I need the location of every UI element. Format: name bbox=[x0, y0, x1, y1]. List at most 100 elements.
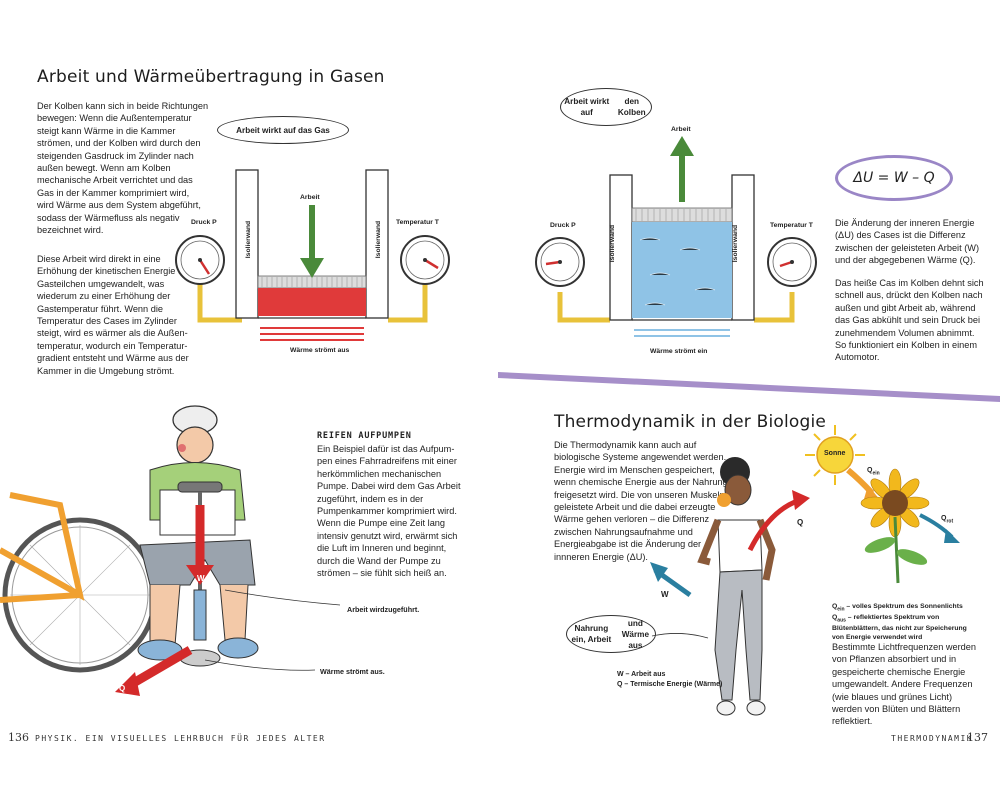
pump-arrow-q: Q bbox=[119, 684, 126, 693]
pumptext-line: zugeführt, indem es in der bbox=[317, 493, 424, 504]
sun-legend-text-2: – reflektiertes Spektrum von bbox=[845, 613, 940, 621]
biotext-line: Die Thermodynamik kann auch auf bbox=[554, 440, 697, 450]
left-work-label: Arbeit bbox=[300, 194, 320, 201]
runner-arrow-w: W bbox=[661, 590, 669, 599]
rp1-line: Die Änderung der inneren Energie bbox=[835, 218, 975, 228]
pumptext-line: Pumpe. Dabei wird dem Gas Arbeit bbox=[317, 481, 461, 492]
q-in-subscript: ein bbox=[872, 470, 880, 477]
right-piston-diagram bbox=[535, 136, 817, 337]
lighttext-line: von Pflanzen absorbiert und in bbox=[832, 654, 957, 665]
work-on-gas-bubble: Arbeit wirkt auf das Gas bbox=[217, 116, 349, 144]
biology-title: Thermodynamik in der Biologie bbox=[554, 412, 827, 432]
biotext-line: zwischen Nahrungsaufnahme und bbox=[554, 526, 693, 537]
left-temperature-label: Temperatur T bbox=[396, 219, 439, 226]
sun-legend-sub-out: aus bbox=[837, 617, 846, 624]
biotext-line: Energie wird im Menschen gespeichert, bbox=[554, 464, 715, 475]
rp2-line: schnell aus, drückt den Kolben nach bbox=[835, 290, 983, 301]
lighttext-line: (wie blaues und grünes Licht) bbox=[832, 691, 953, 702]
rp1-line: (ΔU) des Cases ist die Differenz bbox=[835, 230, 966, 241]
sun-sunflower-illustration bbox=[805, 425, 960, 584]
sun-legend-line-2: Qaus – reflektiertes Spektrum von bbox=[832, 614, 967, 625]
left-page-number: 136 bbox=[8, 731, 29, 744]
pumptext-line: herkömmlichen mechanischen bbox=[317, 468, 442, 479]
q-out-subscript: rot bbox=[946, 518, 954, 525]
sun-legend-line-1: Qein – volles Spektrum des Sonnenlichts bbox=[832, 603, 967, 614]
biotext-line: Energieabgabe ist die Änderung der bbox=[554, 539, 702, 550]
rp2-line: das Gas abkühlt und sein Druck bei bbox=[835, 315, 981, 326]
sun-legend-sub-in: ein bbox=[837, 606, 845, 613]
pumpwork-line: Arbeit wird bbox=[347, 605, 385, 614]
lp2-line: temperatur, wodurch ein Temperatur- bbox=[37, 340, 188, 351]
sun-label: Sonne bbox=[824, 450, 846, 457]
rp2-line: Automotor. bbox=[835, 352, 880, 363]
right-temperature-label: Temperatur T bbox=[770, 222, 813, 229]
biotext-line: freigesetzt wird. Die von unseren Muskel… bbox=[554, 489, 725, 500]
lp1-line: Gas in der Kammer komprimiert wird, bbox=[37, 187, 190, 198]
legend-q: Q – Termische Energie (Wärme) bbox=[617, 681, 723, 688]
lighttext-line: reflektiert. bbox=[832, 716, 873, 727]
pump-text: Ein Beispiel dafür ist das Aufpum-pen ei… bbox=[317, 443, 461, 579]
food-bubble-line-1: Nahrung ein, Arbeit bbox=[571, 624, 612, 644]
rp1-line: und der abgegebenen Wärme (Q). bbox=[835, 255, 976, 266]
lp1-line: steigenden Gasdruck im Zylinder nach bbox=[37, 150, 194, 161]
lp2-line: wiederum zu einer Erhöhung der bbox=[37, 291, 171, 302]
lighttext-line: werden von Blüten und Blättern bbox=[832, 704, 961, 715]
lp2-line: steigt, wird es wärmer als die Außen- bbox=[37, 328, 188, 339]
lp2-line: Temperatur des Cases im Zylinder bbox=[37, 316, 177, 327]
lp2-line: Erhöhung der kinetischen Energie der bbox=[37, 266, 192, 277]
lighttext-line: gespeicherte chemische Energie bbox=[832, 666, 966, 677]
biotext-line: innneren Energie (ΔU). bbox=[554, 551, 648, 562]
q-in-symbol: Q bbox=[867, 467, 873, 474]
lp1-line: außen bewegt. Wenn am Kolben bbox=[37, 163, 171, 174]
pumptext-line: strömen – sie fühlt sich heiß an. bbox=[317, 568, 447, 579]
lp2-line: Gastemperatur führt. Wenn die bbox=[37, 303, 163, 314]
right-wall-label-2: Isolierwand bbox=[732, 224, 740, 263]
pumptext-line: Ein Beispiel dafür ist das Aufpum- bbox=[317, 444, 455, 454]
work-on-piston-line-2: den Kolben bbox=[617, 97, 646, 117]
left-wall-label-1: Isolierwand bbox=[245, 220, 253, 259]
sun-legend: Qein – volles Spektrum des Sonnenlichts … bbox=[832, 603, 967, 642]
sun-legend-q-in: Q bbox=[832, 603, 838, 610]
right-work-label: Arbeit bbox=[671, 126, 691, 133]
right-footer-text: THERMODYNAMIK bbox=[891, 734, 974, 743]
runner-illustration bbox=[650, 457, 810, 716]
left-piston-diagram bbox=[175, 169, 450, 341]
q-out-symbol: Q bbox=[941, 515, 947, 522]
lighttext-line: umgewandelt. Andere Frequenzen bbox=[832, 679, 973, 690]
lighttext-line: Bestimmte Lichtfrequenzen werden bbox=[832, 642, 977, 652]
lp1-line: Der Kolben kann sich in beide Richtungen bbox=[37, 101, 209, 111]
rp2-line: zunehmendem Volumen abnimmt. bbox=[835, 327, 975, 338]
lp1-line: strömen, und der Kolben wird durch den bbox=[37, 138, 201, 149]
left-heat-out-label: Wärme strömt aus bbox=[290, 347, 350, 354]
lp2-line: Gasteilchen umgewandelt, was bbox=[37, 278, 165, 289]
sun-legend-q-out: Q bbox=[832, 613, 838, 621]
left-page-title: Arbeit und Wärmeübertragung in Gasen bbox=[37, 67, 385, 87]
pump-heading: REIFEN AUFPUMPEN bbox=[317, 431, 412, 441]
q-in-label: Qein bbox=[867, 467, 880, 476]
left-paragraph-1: Der Kolben kann sich in beide Richtungen… bbox=[37, 100, 208, 236]
sun-legend-text-1: – volles Spektrum des Sonnenlichts bbox=[844, 603, 963, 610]
right-heat-in-label: Wärme strömt ein bbox=[650, 348, 708, 355]
light-text: Bestimmte Lichtfrequenzen werden von Pfla… bbox=[832, 641, 976, 728]
rp2-line: So funktioniert ein Kolben in einem bbox=[835, 340, 977, 351]
sun-legend-line-3: Blütenblättern, das nicht zur Speicherun… bbox=[832, 624, 967, 632]
lp1-line: wird Wärme aus dem System abgeführt, bbox=[37, 200, 201, 211]
pump-work-label: Arbeit wirdzugeführt. bbox=[347, 605, 419, 615]
bike-pump-illustration bbox=[0, 405, 341, 696]
right-wall-label-1: Isolierwand bbox=[609, 224, 617, 263]
biotext-line: geleistete Arbeit und die dabei erzeugte bbox=[554, 502, 716, 513]
rp1-line: zwischen der geleisteten Arbeit (W) bbox=[835, 242, 979, 253]
legend-w: W – Arbeit aus bbox=[617, 671, 666, 678]
pump-arrow-w: W bbox=[197, 574, 205, 583]
pumptext-line: Pumpenkammer komprimiert wird. bbox=[317, 506, 457, 517]
work-on-piston-line-1: Arbeit wirkt auf bbox=[564, 97, 610, 117]
right-page-number: 137 bbox=[967, 731, 988, 744]
q-out-label: Qrot bbox=[941, 515, 953, 524]
right-pressure-label: Druck P bbox=[550, 222, 576, 229]
lp1-line: sodass der Wärmefluss als negativ bbox=[37, 212, 180, 223]
biotext-line: wenn chemische Energie aus der Nahrung bbox=[554, 477, 728, 488]
left-pressure-label: Druck P bbox=[191, 219, 217, 226]
pumptext-line: durch die Wand der Pumpe zu bbox=[317, 555, 441, 566]
